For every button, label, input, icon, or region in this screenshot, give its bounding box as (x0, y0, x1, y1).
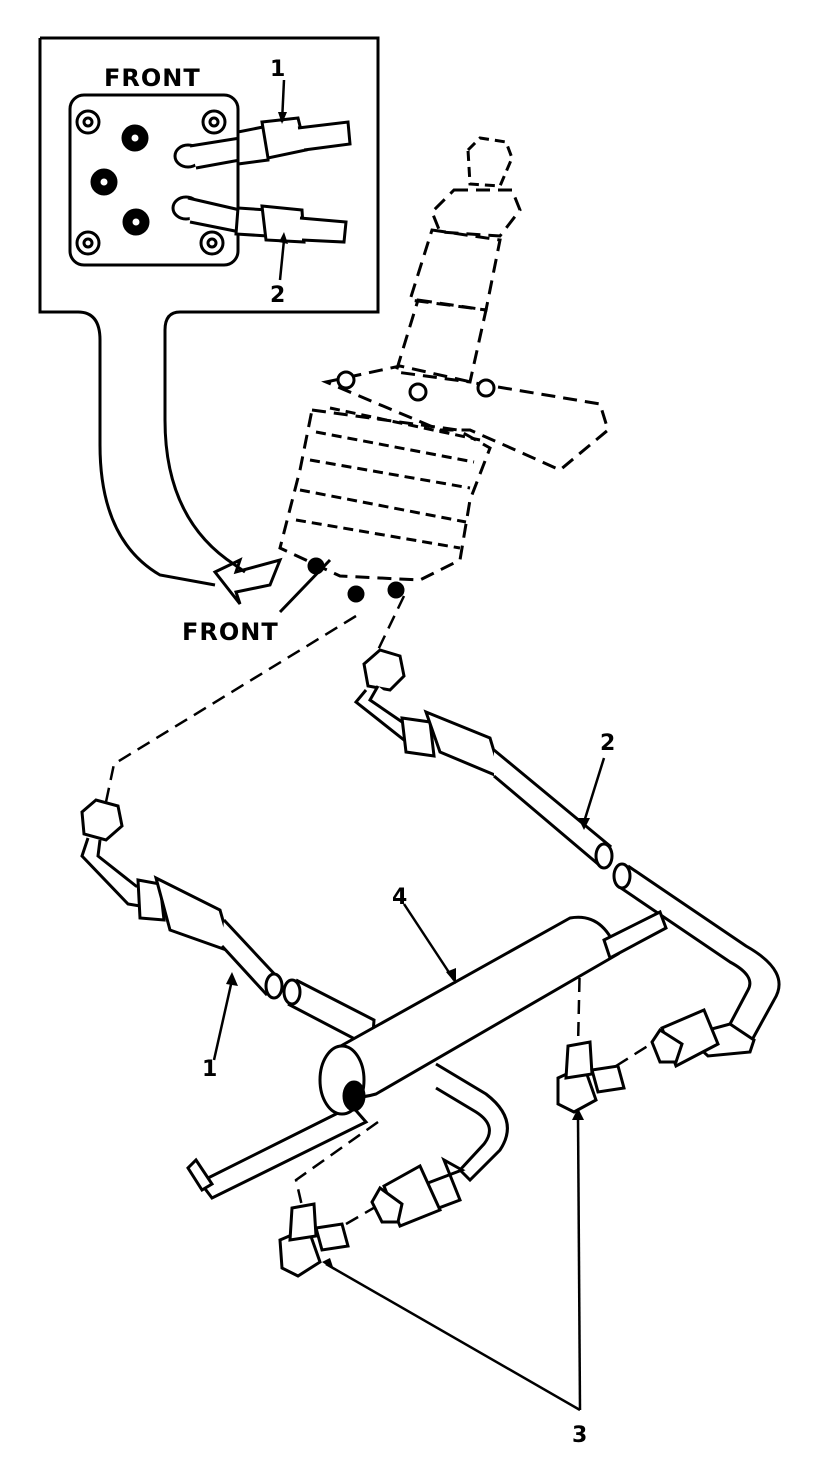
hydraulic-line-1 (80, 798, 509, 1228)
callout-2: 2 (600, 731, 615, 756)
valve-port-plate (68, 93, 240, 267)
connection-leader-line-2 (376, 595, 406, 651)
inset-panel: FRONT (38, 36, 380, 605)
elbow-fitting-left (278, 1202, 350, 1278)
callout-leaders (212, 757, 606, 1412)
connection-leader-line-1 (104, 614, 357, 803)
callout-4: 4 (392, 885, 407, 910)
inset-leader-2 (278, 239, 286, 281)
plate-bolts (75, 109, 227, 256)
inset-callout-2: 2 (270, 283, 285, 308)
front-pointer (278, 558, 332, 614)
cylinder-rod-right (602, 909, 668, 961)
main-front-label: FRONT (182, 618, 279, 646)
connection-leader-fitting-left (294, 1120, 379, 1207)
connection-leader-swivel-left (345, 1200, 385, 1226)
steering-valve-phantom (278, 136, 610, 603)
elbow-fitting-right (556, 1040, 626, 1114)
connection-leader-swivel-right (615, 1040, 655, 1068)
inset-front-label: FRONT (104, 64, 201, 92)
hydraulic-line-2 (353, 648, 781, 1069)
inset-line-1 (173, 116, 352, 170)
inset-callout-1: 1 (270, 57, 285, 82)
connection-leader-fitting-right (576, 955, 582, 1047)
pointer-arrow-icon (212, 557, 283, 605)
cylinder-rod-left (197, 1104, 369, 1200)
inset-line-2 (171, 195, 348, 244)
steering-cylinder (186, 909, 668, 1200)
callout-arrowheads (226, 818, 590, 1270)
plate-ports (90, 124, 150, 236)
callout-3: 3 (572, 1423, 587, 1448)
callout-1: 1 (202, 1057, 217, 1082)
